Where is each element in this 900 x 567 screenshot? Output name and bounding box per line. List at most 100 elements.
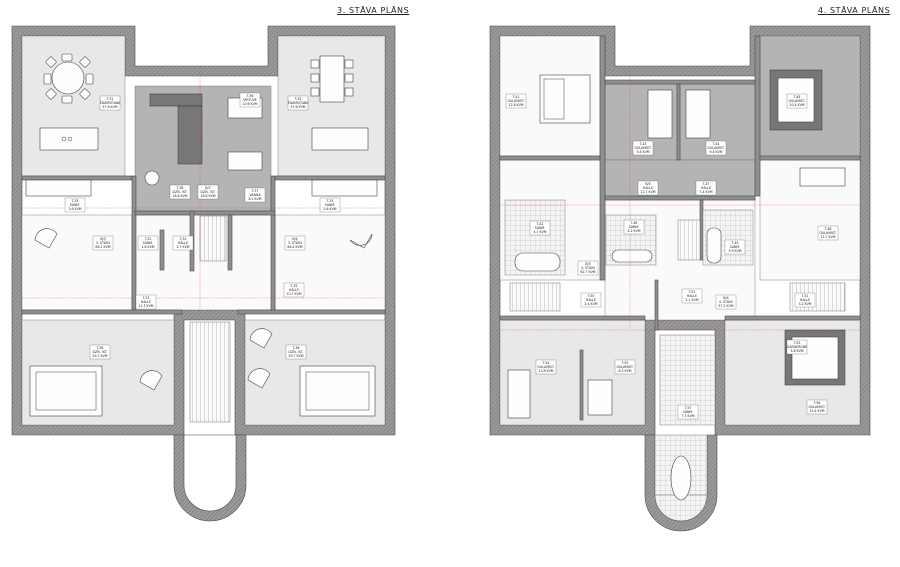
bathtub-t49	[706, 227, 722, 264]
room-label-box	[285, 344, 307, 360]
room-label-text: 4. STĀVS	[719, 299, 733, 304]
stairs-4-left	[509, 282, 561, 312]
room-label-text: T-50	[587, 294, 595, 298]
room-label-box	[137, 235, 159, 251]
room-label-box	[529, 220, 551, 236]
room-label-text: T-42	[536, 222, 544, 226]
room-label-text: 2.6 KVM	[68, 207, 81, 211]
room-label-box	[794, 292, 816, 308]
room-label-text: 2.4 KVM	[584, 302, 597, 306]
room-label-box	[169, 184, 191, 200]
room-hall-b5	[604, 159, 756, 201]
sofa-left	[29, 365, 103, 417]
room-label-text: T-52	[801, 294, 809, 298]
room-label-box	[677, 404, 699, 420]
room-label-text: T-31	[106, 97, 114, 101]
room-label-text: GUĻAMIST.	[808, 405, 825, 409]
room-label-box	[786, 339, 808, 355]
room-label-text: 4.7 KVM	[533, 230, 546, 234]
room-label-box	[614, 359, 636, 375]
room-label-text: GUĻAMIST.	[507, 99, 524, 103]
room-label-text: 1.8 KVM	[141, 245, 154, 249]
room-label-box	[505, 93, 527, 109]
room-label-text: T-56	[813, 401, 821, 405]
room-label-text: 12.7 KVM	[640, 190, 655, 194]
room-label-text: 4. STĀVS	[581, 265, 595, 270]
room-label-text: 2.1 KVM	[685, 298, 698, 302]
room-label-text: T-44	[712, 142, 720, 146]
room-label-text: GUĻAMIST.	[537, 365, 554, 369]
room-label-text: 12.7 KVM	[820, 235, 835, 239]
bay-rounded	[173, 434, 247, 522]
room-label-text: 9.4 KVM	[636, 150, 649, 154]
room-label-text: 29.7 KVM	[288, 354, 303, 358]
counter-center	[227, 151, 263, 171]
room-label-text: 8.3 KVM	[618, 369, 631, 373]
room-label-text: HALLE	[687, 294, 697, 298]
room-label-box	[89, 344, 111, 360]
room-label-box	[806, 399, 828, 415]
room-label-text: T-38	[176, 186, 184, 190]
table-round-small	[144, 170, 160, 186]
room-label-box	[287, 95, 309, 111]
room-label-text: SANM.	[683, 410, 693, 414]
room-label-box	[705, 140, 727, 156]
room-label-text: B/4	[292, 237, 297, 241]
room-label-box	[681, 288, 703, 304]
room-label-text: GARDEROBE	[787, 345, 807, 349]
room-label-text: 57.2 KVM	[718, 304, 733, 308]
room-label-text: GUĻAMIST.	[819, 231, 836, 235]
room-label-box	[637, 180, 659, 196]
bed-t43	[647, 89, 673, 139]
room-label-text: T-41	[512, 95, 520, 99]
room-label-text: 3. STĀVS	[96, 240, 110, 245]
bed-t41	[539, 74, 591, 124]
room-label-text: 29.7 KVM	[92, 354, 107, 358]
room-label-box	[244, 187, 266, 203]
room-label-text: T-36	[292, 346, 300, 350]
room-label-text: T-35	[290, 284, 298, 288]
room-label-text: 7.3 KVM	[681, 414, 694, 418]
room-label-text: 2.6 KVM	[323, 207, 336, 211]
room-label-box	[715, 294, 737, 310]
room-label-text: T-55	[621, 361, 629, 365]
room-label-text: B/4	[723, 296, 728, 300]
plan-title-floor-3: 3. STĀVA PLĀNS	[337, 6, 410, 15]
room-label-text: SANM.	[629, 225, 639, 229]
room-label-text: T-32	[294, 97, 302, 101]
dimension-lines	[500, 66, 860, 331]
room-label-text: SANM.	[730, 245, 740, 249]
dining-table-round	[43, 53, 94, 104]
room-label-text: GUĻAMIST.	[707, 146, 724, 150]
room-label-text: T-51	[688, 290, 696, 294]
room-label-box	[786, 93, 808, 109]
room-label-box	[632, 140, 654, 156]
room-label-text: B/3	[100, 237, 105, 241]
room-label-text: T-48	[824, 227, 832, 231]
armchairs	[34, 228, 373, 391]
interior-walls	[499, 35, 861, 421]
room-label-text: 13.8 KVM	[538, 369, 553, 373]
room-label-text: HALLE	[701, 186, 711, 190]
bed-t44	[685, 89, 711, 139]
sofa-center	[149, 93, 203, 165]
room-label-text: 37.6 KVM	[102, 105, 117, 109]
stairs-small	[199, 215, 227, 262]
room-label-box	[724, 239, 746, 255]
room-label-text: ĒDAMISTABA	[288, 100, 309, 105]
sofa-right	[299, 365, 376, 417]
bathtub-t42	[514, 252, 561, 272]
room-label-box	[580, 292, 602, 308]
room-label-text: 66.4 KVM	[287, 245, 302, 249]
room-label-text: T-37	[251, 189, 259, 193]
room-label-text: 7.4 KVM	[699, 190, 712, 194]
room-label-text: HALLE	[289, 288, 299, 292]
room-label-box	[817, 225, 839, 241]
kitchen-island-right	[311, 127, 369, 151]
room-label-text: T-33	[326, 199, 334, 203]
room-label-text: 62.7 KVM	[580, 270, 595, 274]
room-label-box	[239, 92, 261, 108]
